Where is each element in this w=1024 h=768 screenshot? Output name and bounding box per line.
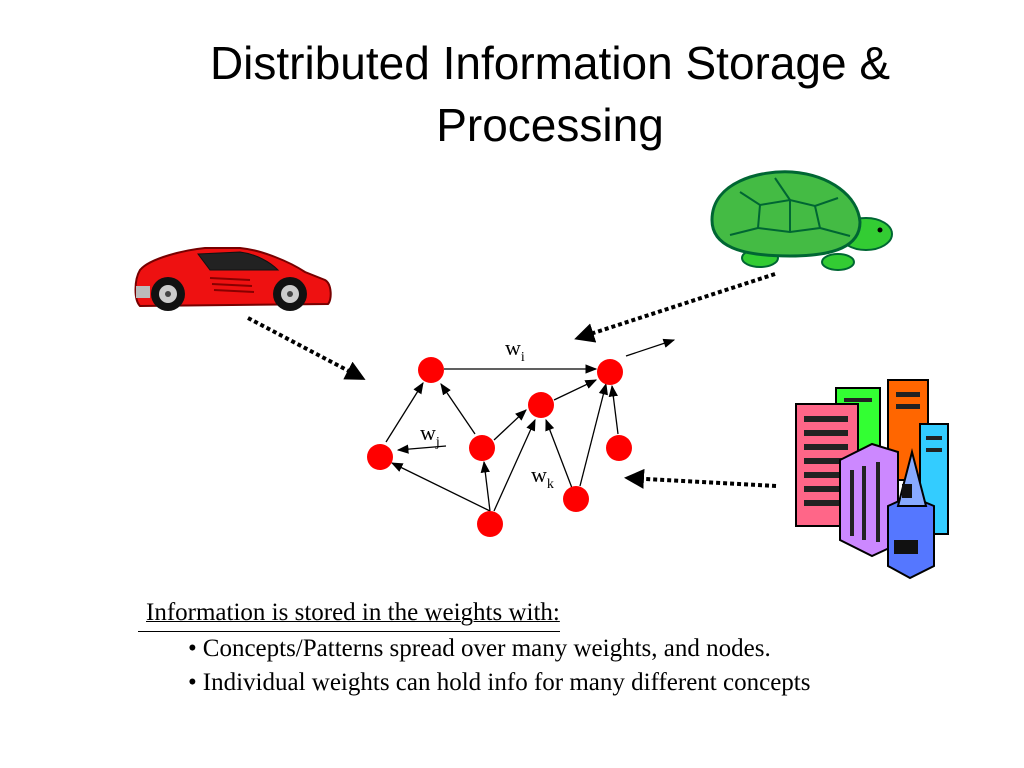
weight-label-j: wj — [420, 420, 440, 450]
car-illustration — [134, 247, 332, 311]
weight-label-k: wk — [531, 462, 554, 492]
bullet-marker: • — [188, 669, 197, 696]
list-item: •Individual weights can hold info for ma… — [188, 666, 958, 700]
node — [597, 359, 623, 385]
caption-bullets: •Concepts/Patterns spread over many weig… — [138, 632, 958, 700]
network-edges — [385, 338, 676, 512]
node — [477, 511, 503, 537]
node — [563, 486, 589, 512]
bullet-text: Concepts/Patterns spread over many weigh… — [202, 635, 771, 662]
title-line-1: Distributed Information Storage & — [209, 37, 891, 89]
caption-lead: Information is stored in the weights wit… — [138, 596, 560, 632]
title-line-2: Processing — [436, 99, 664, 151]
list-item: •Concepts/Patterns spread over many weig… — [188, 632, 958, 666]
node — [606, 435, 632, 461]
bullet-text: Individual weights can hold info for man… — [202, 669, 811, 696]
node — [469, 435, 495, 461]
input-arrows — [247, 272, 777, 489]
turtle-illustration — [710, 170, 893, 271]
caption: Information is stored in the weights wit… — [138, 596, 958, 700]
weight-label-i: wi — [505, 335, 525, 365]
node — [367, 444, 393, 470]
city-illustration — [795, 379, 949, 580]
node — [418, 357, 444, 383]
node — [528, 392, 554, 418]
bullet-marker: • — [188, 635, 197, 662]
slide-title: Distributed Information Storage & Proces… — [150, 32, 950, 156]
network-nodes — [367, 357, 632, 537]
